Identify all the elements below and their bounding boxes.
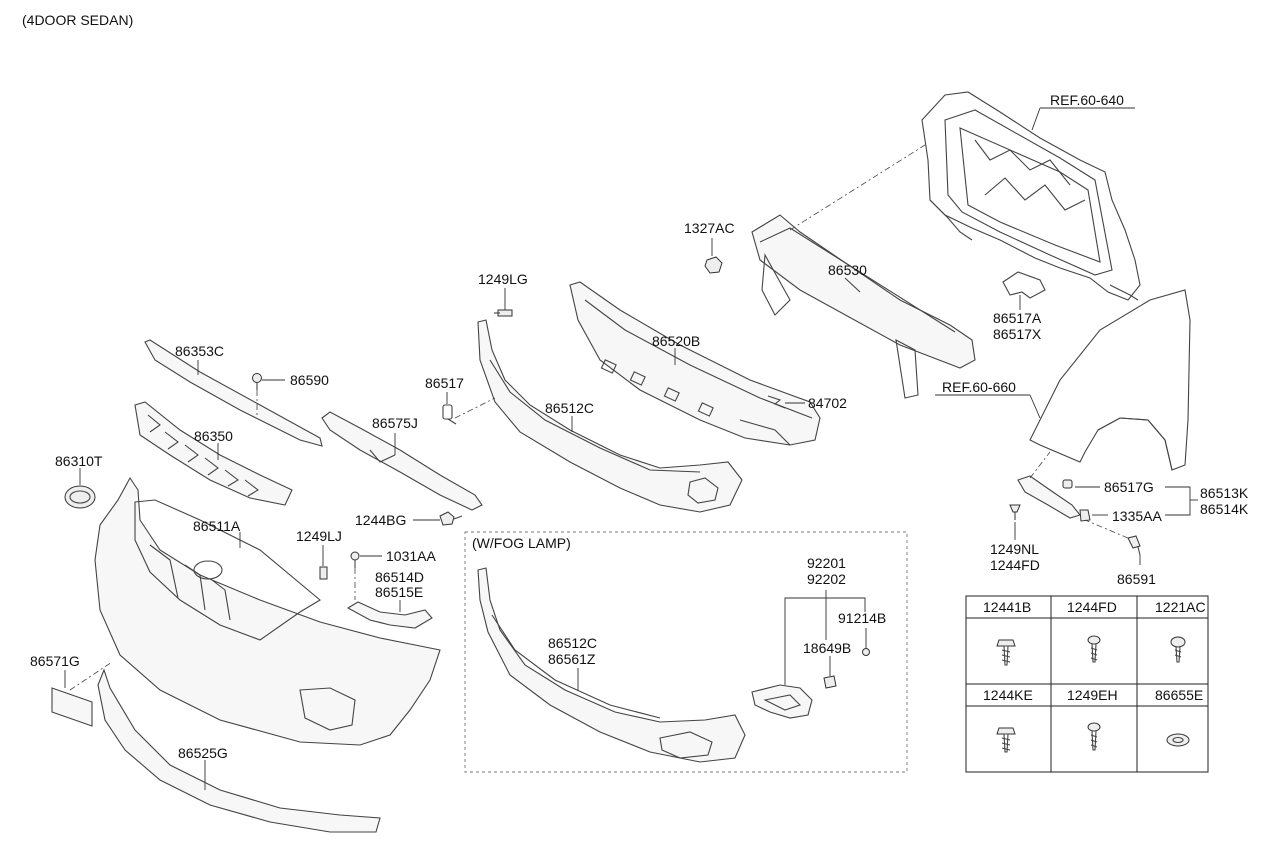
screw-icon — [1087, 722, 1101, 751]
label-1335aa: 1335AA — [1112, 508, 1162, 524]
leader-86513k — [1165, 486, 1191, 516]
lower-moulding-86525g — [97, 668, 381, 833]
clip-86590 — [252, 373, 262, 390]
label-86575j: 86575J — [372, 415, 418, 431]
leader-86530 — [844, 277, 861, 293]
table-r1c3: 1221AC — [1155, 599, 1206, 615]
table-r2c1: 1244KE — [983, 687, 1033, 703]
leader-ref-660-arrow — [1029, 394, 1041, 419]
label-1249nl: 1249NL — [990, 541, 1039, 557]
label-86512c: 86512C — [545, 400, 594, 416]
table-r2c2: 1249EH — [1067, 687, 1118, 703]
dash-86591 — [1084, 519, 1129, 539]
label-86350: 86350 — [194, 428, 233, 444]
label-86525g: 86525G — [178, 745, 228, 761]
fog-lower-lip — [477, 567, 746, 763]
clip-86591 — [1127, 535, 1141, 556]
label-fog-86512c: 86512C — [548, 635, 597, 651]
bolt-1244bg — [439, 511, 463, 526]
screw-1249lj — [319, 566, 328, 580]
label-1249lg: 1249LG — [478, 271, 528, 287]
grommet-icon — [1166, 733, 1190, 747]
label-86511a: 86511A — [193, 518, 241, 534]
table-r1c1: 12441B — [983, 599, 1031, 615]
fog-lamp-92201 — [751, 684, 813, 719]
label-92201: 92201 — [807, 555, 846, 571]
plate-86571g — [51, 687, 93, 727]
screw-1249lg — [494, 309, 513, 317]
label-86515e: 86515E — [375, 584, 423, 600]
table-r1c2: 1244FD — [1067, 599, 1117, 615]
clip-1031aa — [350, 551, 360, 568]
bracket-86517a — [1002, 271, 1046, 299]
label-91214b: 91214B — [838, 610, 886, 626]
label-1327ac: 1327AC — [684, 220, 735, 236]
label-86514d: 86514D — [375, 569, 424, 585]
label-92202: 92202 — [807, 571, 846, 587]
radiator-support-frame — [921, 91, 1141, 301]
label-86591: 86591 — [1117, 571, 1156, 587]
ref-60-660-label: REF.60-660 — [942, 379, 1016, 395]
energy-absorber-86520b — [569, 281, 821, 446]
label-86517: 86517 — [425, 375, 464, 391]
ref-60-640-label: REF.60-640 — [1050, 92, 1124, 108]
clip-86517 — [442, 404, 457, 425]
radiator-grille-86350 — [134, 401, 293, 506]
dash-86571g — [69, 661, 113, 691]
clip-86517g — [1062, 479, 1073, 489]
grille-cover-86353c — [144, 339, 323, 447]
nut-1327ac — [704, 256, 723, 274]
screw-91214b — [862, 648, 870, 656]
label-1249lj: 1249LJ — [296, 528, 342, 544]
screw-1249nl — [1009, 504, 1021, 520]
back-beam-86530 — [751, 214, 976, 399]
front-fender — [1029, 289, 1191, 471]
fog-lamp-box-title: (W/FOG LAMP) — [472, 535, 571, 551]
label-1244fd: 1244FD — [990, 557, 1040, 573]
label-86517a: 86517A — [993, 310, 1042, 326]
label-84702: 84702 — [808, 395, 847, 411]
bumper-cover-86511a — [94, 476, 441, 746]
dash-86513k — [1029, 451, 1051, 479]
label-86520b: 86520B — [652, 333, 700, 349]
stay-86575j — [321, 411, 483, 511]
emblem-86310t — [64, 485, 96, 509]
label-86571g: 86571G — [30, 653, 80, 669]
label-86530: 86530 — [828, 262, 867, 278]
label-1244bg: 1244BG — [355, 512, 406, 528]
table-r2c3: 86655E — [1155, 687, 1203, 703]
label-86517g: 86517G — [1104, 479, 1154, 495]
bracket-86514d — [346, 601, 433, 629]
bulb-18649b — [823, 675, 837, 689]
label-86517x: 86517X — [993, 326, 1042, 342]
screw-icon — [1170, 636, 1186, 663]
label-1031aa: 1031AA — [386, 548, 436, 564]
label-86513k: 86513K — [1200, 485, 1249, 501]
label-86514k: 86514K — [1200, 501, 1249, 517]
dash-86517 — [454, 397, 496, 419]
clip-84702 — [767, 395, 786, 409]
diagram-header: (4DOOR SEDAN) — [22, 12, 134, 28]
label-fog-86561z: 86561Z — [548, 651, 596, 667]
label-86353c: 86353C — [175, 343, 224, 359]
label-86590: 86590 — [290, 372, 329, 388]
fastener-table: 12441B 1244FD 1221AC 1244KE 1249EH 86655… — [965, 595, 1209, 773]
nut-1335aa — [1079, 509, 1091, 522]
label-18649b: 18649B — [803, 640, 851, 656]
lower-lip-86512c — [477, 319, 743, 513]
screw-icon — [1087, 635, 1101, 663]
bolt-icon — [996, 727, 1016, 753]
screw-icon — [996, 639, 1016, 666]
dash-beam-frame — [789, 144, 926, 231]
leader-ref-640-arrow — [1031, 107, 1041, 131]
label-86310t: 86310T — [55, 453, 103, 469]
leader-92201 — [784, 597, 866, 685]
fog-lamp-box — [464, 531, 908, 773]
